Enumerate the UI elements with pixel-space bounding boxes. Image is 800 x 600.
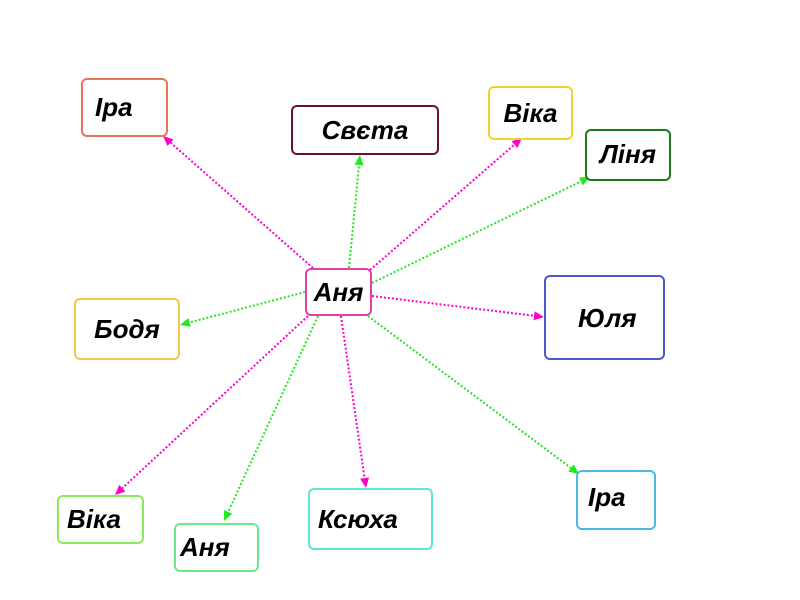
arrow-to-vika-top: [369, 143, 516, 271]
node-ania-bottom: Аня: [174, 523, 259, 572]
arrowhead-ania-bottom: [224, 510, 233, 521]
node-bodia: Бодя: [74, 298, 180, 360]
arrowhead-sveta: [354, 155, 364, 166]
arrow-to-ira-top: [169, 141, 314, 269]
arrowhead-ksiukha: [360, 477, 370, 488]
arrow-to-ania-bottom: [227, 315, 319, 513]
arrow-to-sveta: [348, 164, 361, 269]
arrowhead-yulia: [533, 311, 544, 321]
node-vika-top: Віка: [488, 86, 573, 140]
node-ira-bottom: Іра: [576, 470, 656, 530]
arrow-to-yulia: [371, 295, 535, 317]
arrowhead-vika-top: [511, 138, 522, 148]
node-vika-bottom: Віка: [57, 495, 144, 544]
node-ksiukha: Ксюха: [308, 488, 433, 550]
node-yulia: Юля: [544, 275, 665, 360]
node-center-ania: Аня: [305, 268, 372, 316]
arrow-to-ira-bottom: [367, 315, 572, 469]
arrowhead-bodia: [180, 318, 191, 327]
arrowhead-vika-bottom: [115, 484, 126, 495]
arrow-to-ksiukha: [340, 315, 366, 479]
arrowhead-ira-top: [163, 136, 174, 146]
node-linia: Ліня: [585, 129, 671, 181]
node-ira-top: Іра: [81, 78, 168, 137]
arrow-to-bodia: [189, 291, 306, 324]
node-sveta: Свєта: [291, 105, 439, 155]
arrow-to-linia: [371, 180, 582, 284]
